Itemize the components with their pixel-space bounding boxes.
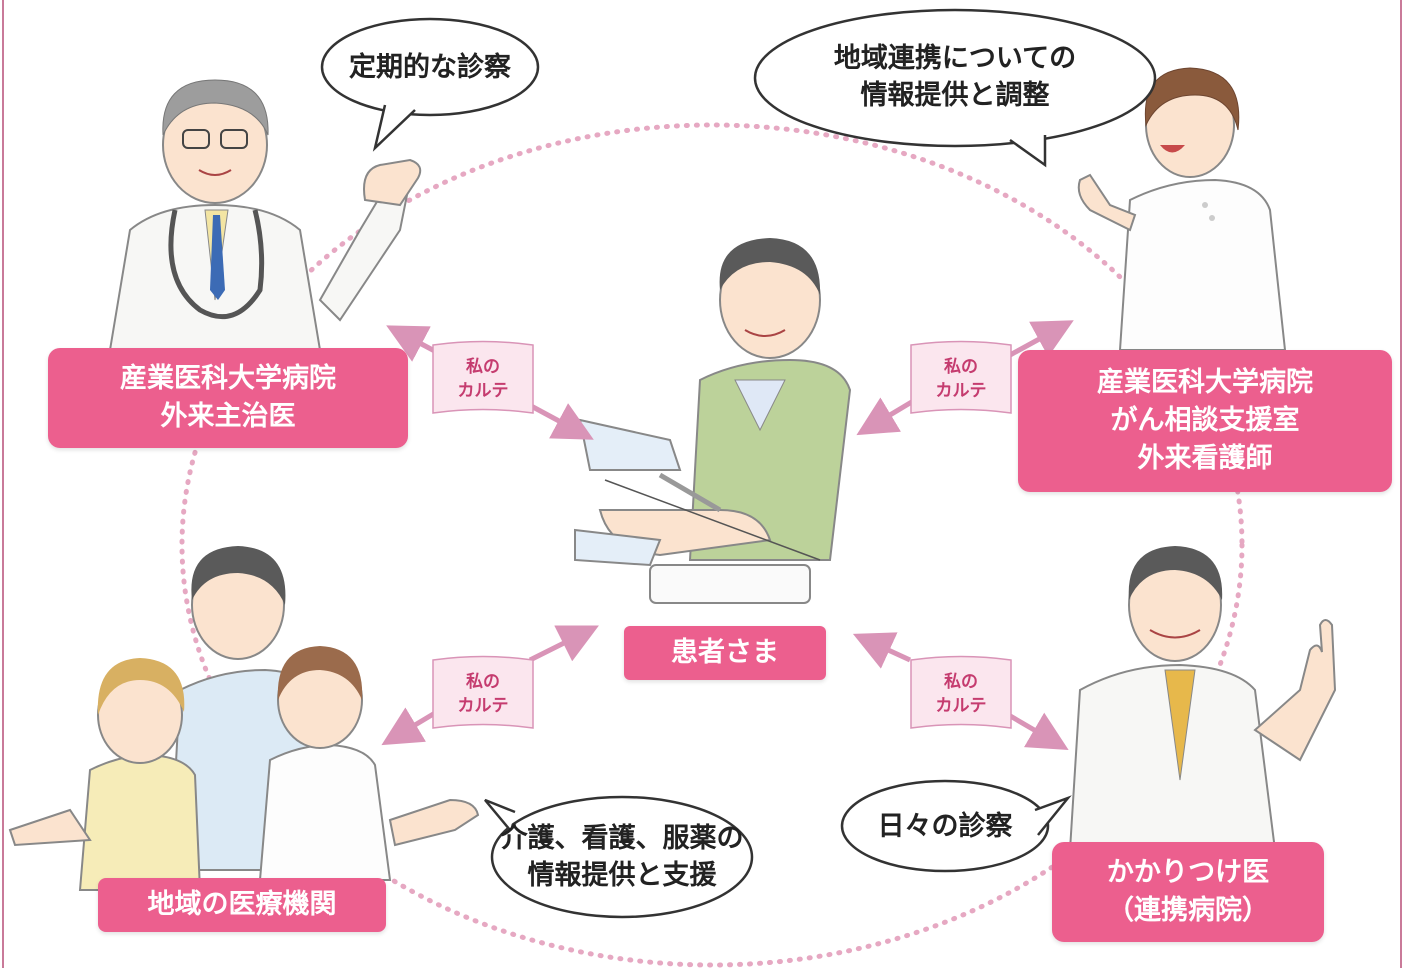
karte-card-top-left-line1: 私の: [466, 357, 500, 377]
bubble-family-doctor-text: 日々の診察: [877, 810, 1013, 842]
karte-card-top-right-line2: カルテ: [935, 381, 987, 401]
label-patient: 患者さま: [624, 626, 826, 680]
karte-card-bottom-left-line2: カルテ: [457, 696, 509, 716]
bubble-cancer-nurse-line2: 情報提供と調整: [860, 80, 1050, 111]
karte-card-top-left: 私の カルテ: [433, 345, 533, 413]
karte-card-top-right: 私の カルテ: [911, 345, 1011, 413]
label-patient-text: 患者さま: [671, 637, 779, 668]
care-staff-group-illustration: [8, 546, 480, 891]
left-border-line: [2, 0, 4, 968]
karte-card-shapes: [432, 340, 1012, 729]
label-cancer-nurse: 産業医科大学病院 がん相談支援室 外来看護師: [1018, 350, 1392, 492]
speech-bubble-shapes: [320, 8, 1157, 919]
bubble-cancer-nurse: 地域連携についての 情報提供と調整: [760, 32, 1150, 122]
label-cancer-nurse-line1: 産業医科大学病院: [1097, 367, 1313, 398]
karte-card-bottom-right-line2: カルテ: [935, 696, 987, 716]
bubble-univ-doctor-text: 定期的な診察: [349, 51, 511, 83]
karte-card-bottom-right: 私の カルテ: [911, 660, 1011, 728]
right-border-line: [1400, 0, 1402, 968]
bubble-local-institutions: 介護、看護、服薬の 情報提供と支援: [492, 815, 752, 899]
label-local-institutions-text: 地域の医療機関: [147, 889, 337, 920]
label-cancer-nurse-line2: がん相談支援室: [1110, 405, 1300, 436]
label-local-institutions: 地域の医療機関: [98, 878, 386, 932]
karte-card-bottom-left-line1: 私の: [466, 672, 500, 692]
bubble-cancer-nurse-line1: 地域連携についての: [833, 43, 1077, 74]
doctor-waving-illustration: [108, 79, 422, 351]
label-univ-doctor-line1: 産業医科大学病院: [120, 363, 336, 394]
connection-dotted-circle: [179, 122, 1245, 968]
karte-card-top-right-line1: 私の: [944, 357, 978, 377]
karte-card-top-left-line2: カルテ: [457, 381, 509, 401]
label-univ-doctor-line2: 外来主治医: [160, 401, 296, 432]
doctor-pointing-up-illustration: [1068, 546, 1337, 851]
label-univ-doctor: 産業医科大学病院 外来主治医: [48, 348, 408, 448]
karte-card-bottom-left: 私の カルテ: [433, 660, 533, 728]
bubble-univ-doctor: 定期的な診察: [322, 37, 538, 97]
label-family-doctor-line2: （連携病院）: [1107, 895, 1269, 926]
label-family-doctor: かかりつけ医 （連携病院）: [1052, 842, 1324, 942]
bubble-family-doctor: 日々の診察: [843, 800, 1047, 852]
nurse-pointing-illustration: [1077, 67, 1287, 351]
patient-receiving-injection-illustration: [574, 238, 852, 604]
bubble-local-institutions-line1: 介護、看護、服薬の: [500, 823, 744, 854]
label-family-doctor-line1: かかりつけ医: [1106, 857, 1270, 888]
karte-card-bottom-right-line1: 私の: [944, 672, 978, 692]
label-cancer-nurse-line3: 外来看護師: [1137, 443, 1273, 474]
bubble-local-institutions-line2: 情報提供と支援: [527, 860, 717, 891]
